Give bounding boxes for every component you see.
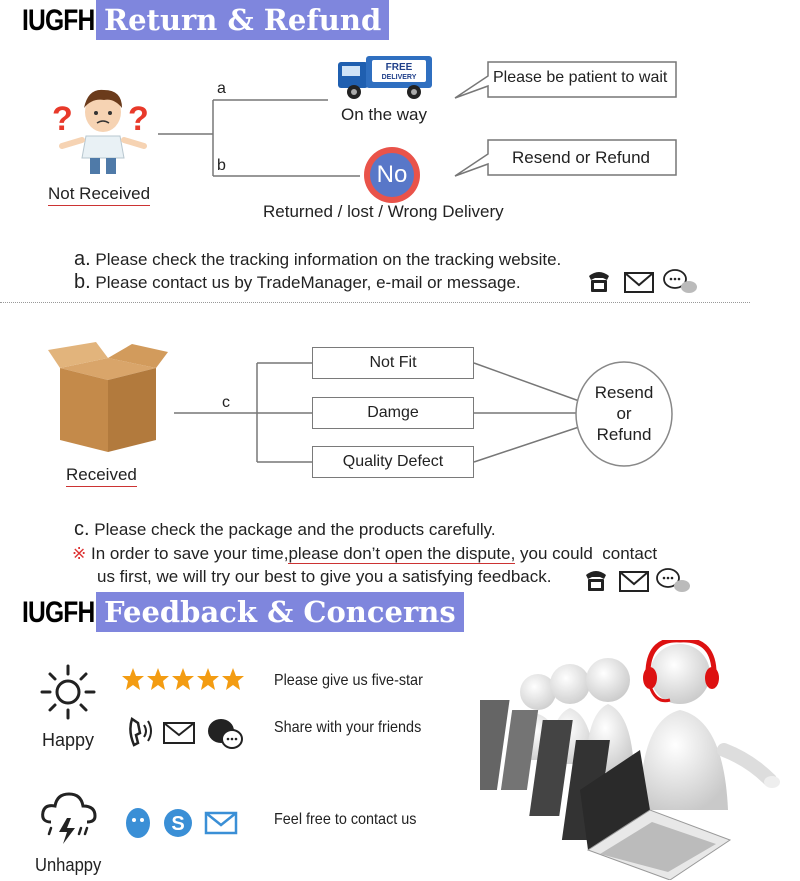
note-a-prefix: a. xyxy=(74,248,91,270)
mail-icon xyxy=(163,722,195,744)
dispute-note-end: you could contact xyxy=(515,544,658,563)
phone-icon xyxy=(586,571,606,591)
star-icon xyxy=(222,668,244,690)
dispute-note-line-1: ※ In order to save your time,please don’… xyxy=(72,543,657,565)
mail-icon xyxy=(619,571,649,592)
mobile-phone-icon xyxy=(129,717,152,747)
flow-lines-received xyxy=(174,361,673,467)
note-b-prefix: b. xyxy=(74,271,91,293)
not-received-label: Not Received xyxy=(48,183,151,206)
note-c: c. Please check the package and the prod… xyxy=(74,518,496,541)
box-icon xyxy=(48,342,168,452)
star-icon xyxy=(122,668,144,690)
qq-icon xyxy=(126,808,150,838)
option-damge: Damge xyxy=(312,397,474,429)
dispute-note-line-2: us first, we will try our best to give y… xyxy=(97,567,552,586)
branch-c-label: c xyxy=(222,394,230,411)
star-icon xyxy=(197,668,219,690)
brand-logo: IUGFH xyxy=(22,4,95,37)
unhappy-label: Unhappy xyxy=(35,855,102,875)
result-line-1: Resend xyxy=(594,383,654,402)
dispute-note-underlined: please don’t open the dispute, xyxy=(288,544,516,564)
star-icon xyxy=(172,668,194,690)
confused-person-icon: ? ? xyxy=(52,89,149,174)
contact-icons-row-1 xyxy=(589,269,697,293)
phone-icon xyxy=(589,272,609,292)
truck-icon: FREE DELIVERY xyxy=(338,56,432,99)
note-a: a. Please check the tracking information… xyxy=(74,248,561,271)
returned-label: Returned / lost / Wrong Delivery xyxy=(263,202,504,221)
note-b: b. Please contact us by TradeManager, e-… xyxy=(74,271,521,294)
share-icons xyxy=(129,717,243,749)
truck-delivery-text: DELIVERY xyxy=(382,74,417,81)
skype-icon: S xyxy=(164,809,192,837)
five-star-rating xyxy=(121,667,245,691)
happy-label: Happy xyxy=(42,730,95,750)
option-quality-defect: Quality Defect xyxy=(312,446,474,478)
note-mark: ※ xyxy=(72,544,87,563)
chat-icon xyxy=(656,568,690,592)
sun-icon xyxy=(40,664,96,720)
chat-icon xyxy=(208,719,243,749)
contact-icons-row-3: S xyxy=(126,808,238,838)
no-badge: No xyxy=(364,147,420,203)
customer-service-illustration xyxy=(480,640,780,880)
section-title-return-refund: Return & Refund xyxy=(96,0,390,40)
mail-icon xyxy=(624,272,654,293)
contact-icons-row-2 xyxy=(586,568,690,592)
note-c-text: Please check the package and the product… xyxy=(94,520,496,539)
svg-text:S: S xyxy=(171,813,184,835)
five-star-text: Please give us five-star xyxy=(274,672,423,689)
star-icon xyxy=(147,668,169,690)
dispute-note-start: In order to save your time, xyxy=(90,544,289,563)
note-b-text: Please contact us by TradeManager, e-mai… xyxy=(95,273,521,292)
mail-icon xyxy=(204,811,238,835)
result-line-2: or xyxy=(616,404,632,423)
share-text: Share with your friends xyxy=(274,719,422,736)
resend-or-refund-circle: Resend or Refund xyxy=(576,382,672,445)
storm-cloud-icon xyxy=(41,792,97,844)
chat-icon xyxy=(663,269,697,293)
svg-text:?: ? xyxy=(128,100,149,138)
option-not-fit: Not Fit xyxy=(312,347,474,379)
no-badge-text: No xyxy=(370,153,414,197)
section-title-feedback: Feedback & Concerns xyxy=(96,592,464,632)
svg-text:?: ? xyxy=(52,100,73,138)
section-divider xyxy=(0,302,750,303)
truck-free-text: FREE xyxy=(386,62,413,73)
branch-b-label: b xyxy=(217,157,226,174)
flow-lines-not-received xyxy=(158,61,677,177)
brand-logo-2: IUGFH xyxy=(22,596,95,629)
contact-text: Feel free to contact us xyxy=(274,811,417,828)
result-line-3: Refund xyxy=(596,425,652,444)
resend-refund-message: Resend or Refund xyxy=(512,148,650,167)
on-the-way-label: On the way xyxy=(341,105,427,124)
received-label: Received xyxy=(66,464,137,487)
branch-a-label: a xyxy=(217,80,226,97)
patient-message: Please be patient to wait xyxy=(493,69,668,86)
note-a-text: Please check the tracking information on… xyxy=(95,250,562,269)
note-c-prefix: c. xyxy=(74,518,90,540)
